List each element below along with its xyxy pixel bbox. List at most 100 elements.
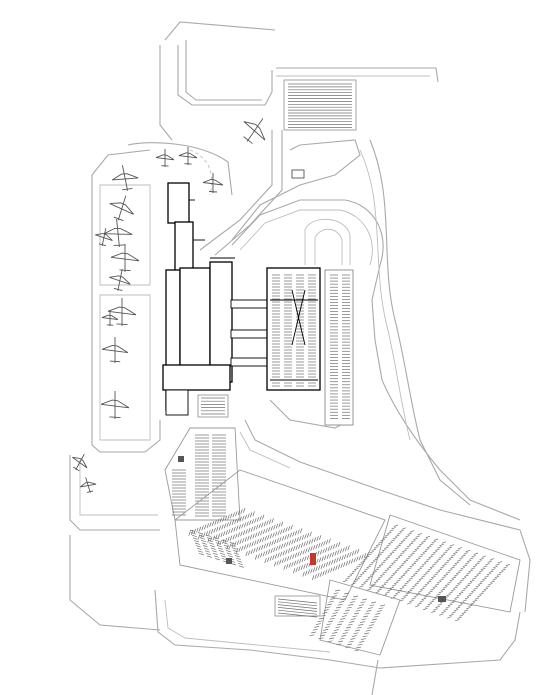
aircraft-icon: [178, 147, 198, 165]
road-se-exit: [379, 611, 521, 669]
dark-marker-1: [226, 558, 232, 564]
parking-stall: [324, 626, 330, 628]
parking-stall: [421, 597, 427, 601]
parking-stall: [428, 590, 433, 593]
parking-stall: [200, 539, 206, 543]
parking-stall: [196, 547, 202, 551]
parking-stall: [339, 637, 345, 640]
parking-stall: [436, 593, 441, 596]
aircraft-icon: [101, 337, 129, 363]
parking-stall: [469, 579, 475, 583]
parking-stall: [354, 612, 360, 615]
parking-stall: [219, 552, 225, 555]
parking-stall: [308, 539, 311, 545]
parking-stall: [366, 552, 369, 558]
parking-stall: [325, 539, 329, 545]
parking-stall: [229, 513, 233, 519]
parking-stall: [263, 543, 266, 549]
parking-stall: [242, 530, 246, 536]
parking-stall: [222, 538, 225, 544]
parking-stall: [388, 541, 393, 545]
parking-stall: [440, 553, 446, 557]
parking-stall: [434, 561, 439, 564]
parking-stall: [257, 553, 260, 559]
parking-stall: [496, 573, 502, 576]
parking-stall: [249, 534, 253, 540]
parking-stall: [384, 546, 389, 549]
parking-stall: [228, 543, 232, 549]
parking-stall: [350, 618, 356, 620]
parking-stall: [240, 508, 243, 514]
road-east-sweep-b: [359, 149, 411, 441]
parking-stall: [393, 524, 399, 527]
parking-stall: [318, 535, 322, 541]
parking-stall: [459, 614, 464, 617]
parking-stall: [262, 551, 266, 557]
parking-stall: [313, 537, 317, 543]
parking-stall: [466, 594, 472, 597]
parking-stall: [219, 517, 222, 523]
parking-stall: [307, 547, 311, 553]
parking-stall: [261, 536, 265, 542]
parking-stall: [286, 556, 290, 562]
parking-stall: [448, 569, 453, 572]
parking-stall: [435, 605, 440, 609]
red-marker: [310, 553, 316, 565]
road-curve-1: [199, 130, 273, 251]
parking-stall: [424, 560, 429, 563]
parking-stall: [439, 613, 444, 616]
parking-stall: [234, 541, 237, 547]
parking-stall: [476, 572, 481, 575]
aircraft-shape: [243, 118, 266, 144]
parking-stall: [298, 566, 301, 572]
parking-stall: [216, 518, 220, 524]
parking-stall: [281, 558, 285, 564]
parking-stall: [408, 542, 414, 545]
parking-stall: [299, 536, 302, 542]
parking-stall: [373, 546, 379, 549]
parking-stall: [362, 558, 368, 561]
parking-stall: [399, 564, 404, 567]
parking-stall: [477, 560, 482, 563]
parking-stall: [236, 540, 240, 546]
parking-stall: [434, 595, 439, 599]
parking-stall: [356, 548, 360, 554]
parking-stall: [235, 547, 239, 553]
road-east-sweep: [369, 139, 471, 506]
parking-stall: [462, 564, 468, 567]
parking-stall: [266, 520, 269, 526]
parking-stall: [326, 554, 330, 560]
parking-stall: [198, 534, 204, 537]
parking-stall: [333, 592, 339, 595]
parking-stall: [445, 606, 451, 609]
parking-stall: [328, 620, 334, 623]
parking-stall: [417, 602, 422, 605]
parking-stall: [435, 548, 440, 551]
central-lot-stalls: [188, 507, 369, 581]
parking-stall: [363, 580, 368, 583]
parking-stall: [277, 601, 318, 607]
parking-stall: [463, 609, 469, 612]
parking-stall: [388, 576, 393, 579]
parking-stall: [477, 582, 483, 585]
parking-stall: [312, 567, 316, 573]
parking-stall: [322, 548, 325, 554]
parking-stall: [385, 556, 390, 559]
parking-stall: [336, 606, 342, 609]
aircraft-icon: [101, 310, 119, 326]
parking-stall: [411, 597, 416, 600]
parking-stall: [192, 537, 198, 540]
parking-stall: [320, 541, 324, 547]
parking-stall: [403, 537, 408, 540]
parking-stall: [381, 583, 387, 587]
parking-stall: [454, 596, 459, 599]
parking-stall: [311, 575, 315, 581]
parking-stall: [194, 542, 200, 545]
aircraft-icon: [243, 118, 266, 144]
parking-stall: [251, 541, 254, 547]
parking-stall: [290, 547, 293, 553]
parking-stall: [387, 589, 392, 592]
parking-stall: [292, 553, 295, 559]
parking-stall: [387, 531, 392, 535]
parking-stall: [232, 534, 235, 540]
